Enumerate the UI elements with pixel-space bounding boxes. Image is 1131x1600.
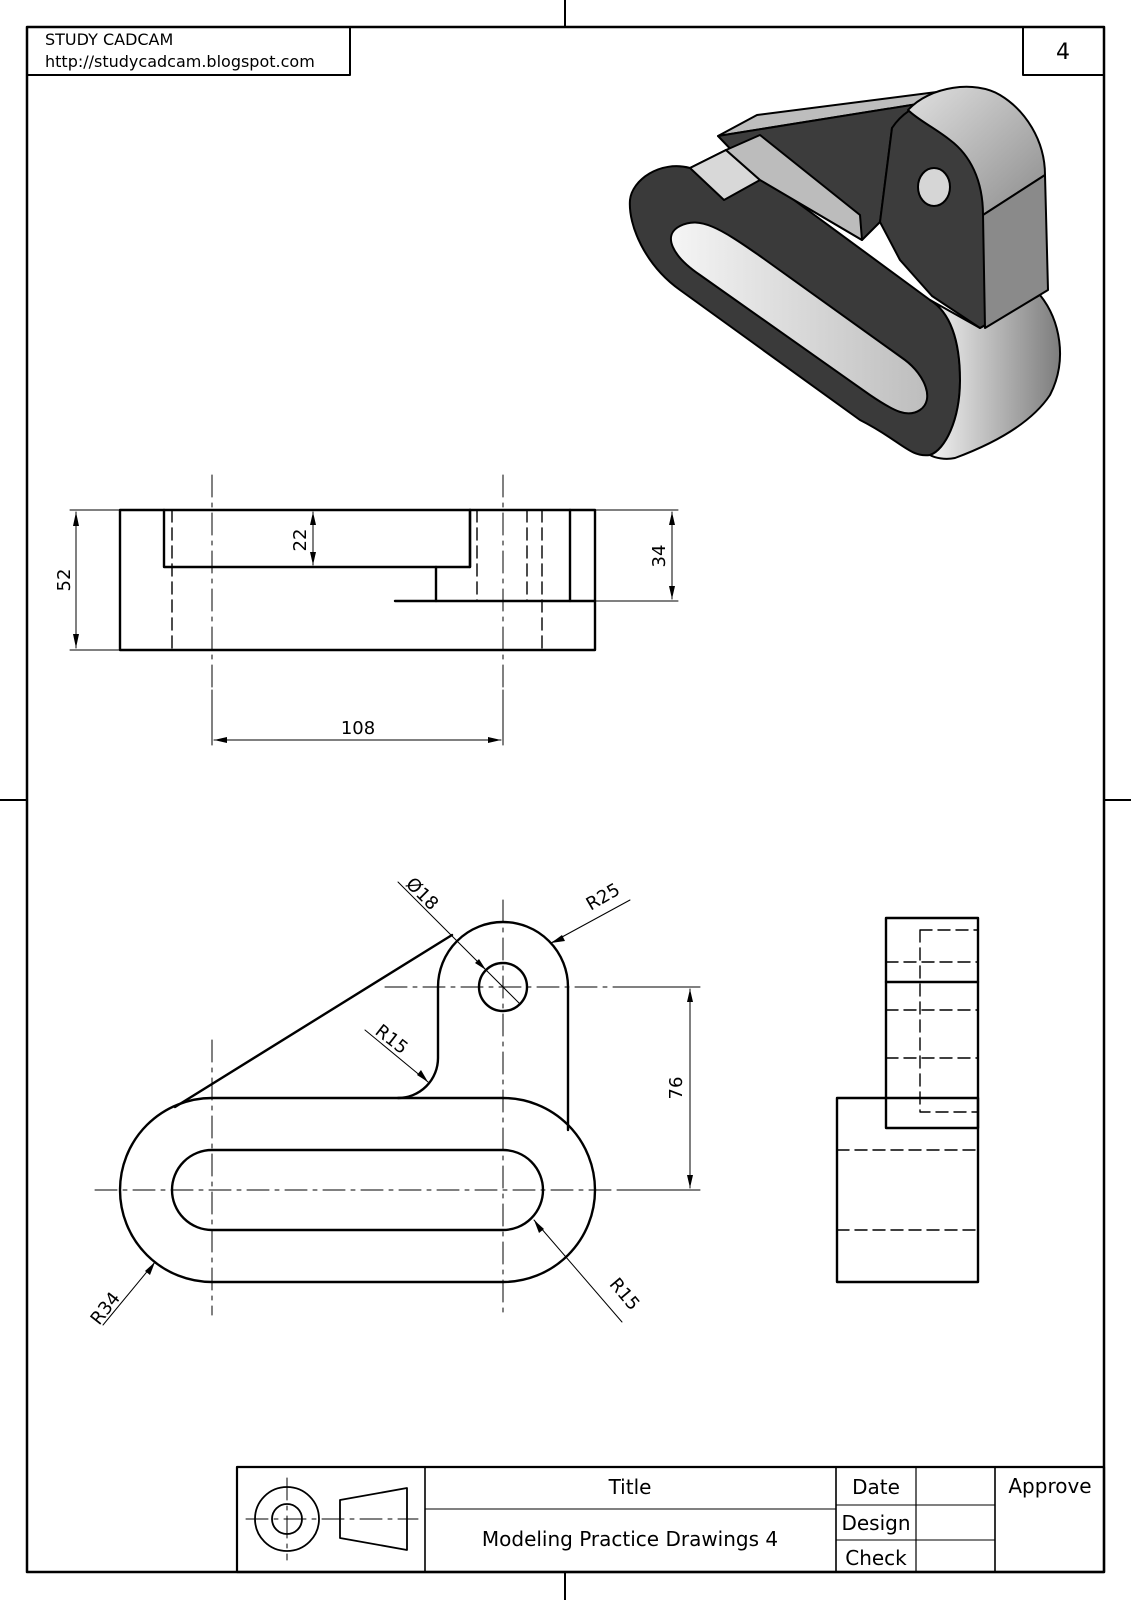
iso-ring-top-band-2 [725,134,863,241]
side-view [835,916,980,1284]
dim-76: 76 [666,1077,687,1100]
iso-ring-side [929,294,1061,460]
dim-dia-18: Ø18 [401,874,442,915]
check-label: Check [845,1546,907,1570]
dim-52: 52 [54,569,75,592]
header-box: STUDY CADCAM http://studycadcam.blogspot… [26,26,351,76]
date-label: Date [852,1475,900,1499]
dim-r25: R25 [583,879,624,915]
dim-34: 34 [649,545,670,568]
iso-boss-hole [917,167,951,207]
top-view: 76 Ø18 R25 R15 R34 R15 [86,874,701,1329]
company-url: http://studycadcam.blogspot.com [45,52,315,71]
projection-symbol-icon [245,1477,419,1561]
iso-boss-top [907,85,1046,216]
sheet-number-box: 4 [1022,26,1105,76]
title-label: Title [608,1475,652,1499]
dim-108: 108 [341,718,375,739]
title-block: Title Modeling Practice Drawings 4 Date … [235,1465,1106,1574]
dim-22: 22 [290,529,311,552]
dim-r34: R34 [86,1288,124,1329]
sheet-number: 4 [1056,40,1070,65]
iso-ring-slot [669,221,929,415]
isometric-view [628,85,1061,460]
company-name: STUDY CADCAM [45,30,173,49]
iso-boss-side [982,174,1049,329]
front-view: 52 22 34 108 [54,474,679,746]
dim-r15-fillet: R15 [371,1020,412,1058]
title-value: Modeling Practice Drawings 4 [482,1527,778,1551]
approve-label: Approve [1008,1474,1091,1498]
design-label: Design [841,1511,910,1535]
